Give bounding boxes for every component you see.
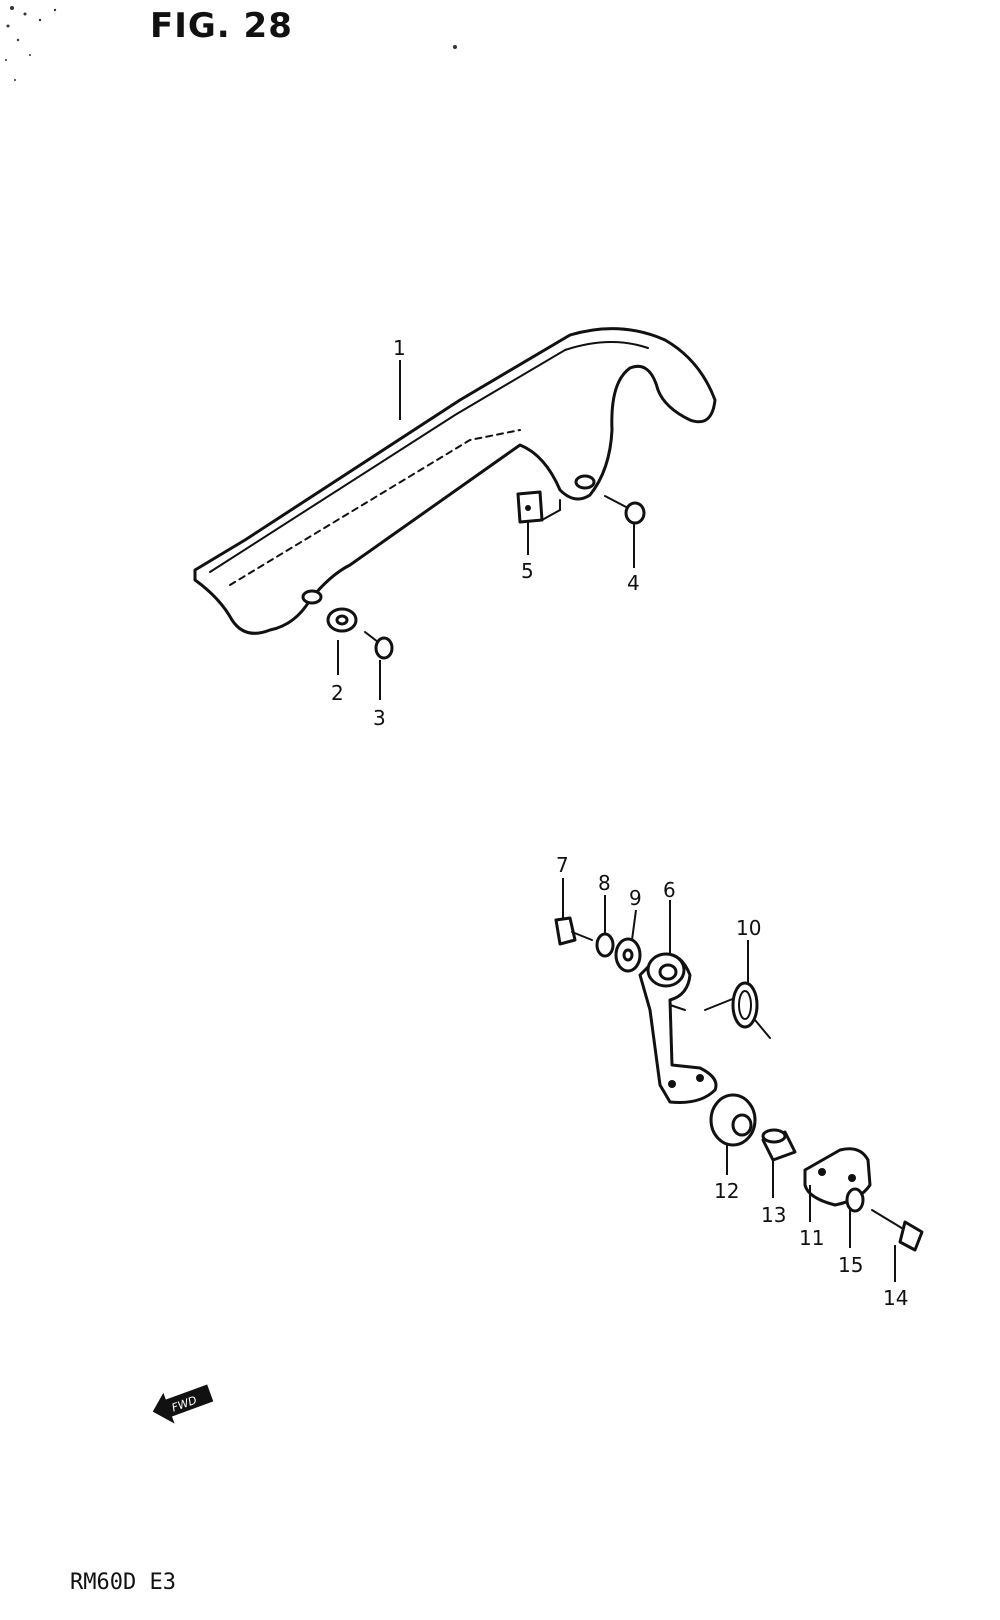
leader-lines [337,360,896,1282]
scan-speckle [5,6,457,81]
callout-6: 6 [663,878,676,902]
part-9-washer [614,937,642,973]
callout-10: 10 [736,916,761,940]
part-15-washer [845,1187,865,1213]
part-5-clip-nut [516,490,561,524]
callout-3: 3 [373,706,386,730]
part-1-chain-case [193,327,717,635]
part-2-washer [326,607,358,633]
part-3-screw [364,631,394,660]
part-4-screw [604,495,646,525]
figure-title: FIG. 28 [150,6,293,46]
callout-1: 1 [393,336,406,360]
part-6-tensioner-arm [638,952,718,1104]
callout-2: 2 [331,681,344,705]
part-14-bolt [871,1209,924,1252]
part-8-spring-washer [595,932,615,958]
part-10-torsion-spring [704,981,771,1039]
callout-8: 8 [598,871,611,895]
callout-labels: 1 2 3 4 5 6 7 8 9 10 11 12 13 14 15 [331,336,908,1310]
callout-5: 5 [521,559,534,583]
part-7-bolt [554,916,593,946]
callout-13: 13 [761,1203,786,1227]
callout-12: 12 [714,1179,739,1203]
callout-4: 4 [627,571,640,595]
model-code: RM60D E3 [70,1570,176,1595]
forward-direction-arrow: FWD [152,1384,214,1424]
callout-7: 7 [556,853,569,877]
callout-11: 11 [799,1226,824,1250]
part-13-collar [761,1128,797,1162]
callout-15: 15 [838,1253,863,1277]
callout-14: 14 [883,1286,908,1310]
part-12-roller [709,1093,757,1147]
callout-9: 9 [629,886,642,910]
